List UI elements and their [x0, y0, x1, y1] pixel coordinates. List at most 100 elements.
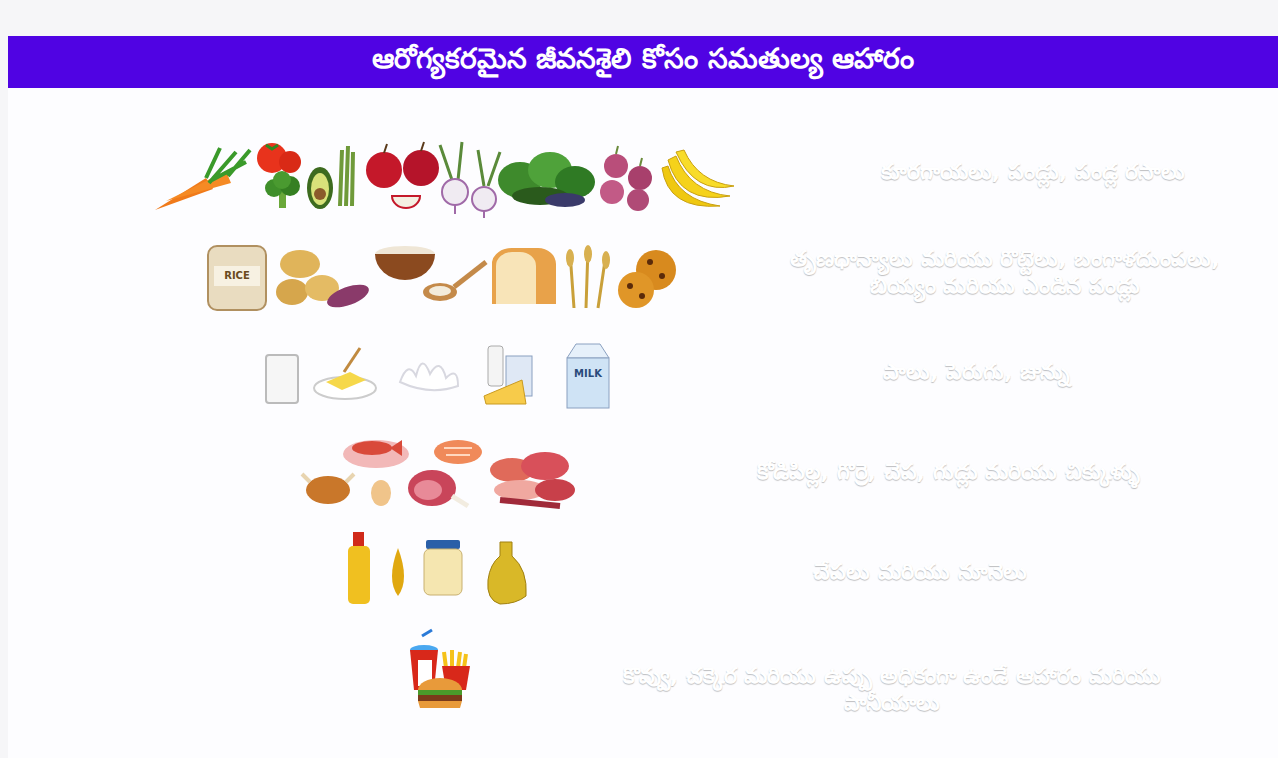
band-fill — [246, 424, 1260, 520]
band-divider — [582, 424, 636, 520]
grain-bowl-icon-part — [423, 283, 457, 301]
title-bar: ఆరోగ్యకరమైన జీవనశైలి కోసం సమతుల్య ఆహారం — [8, 36, 1278, 88]
band-divider — [752, 124, 806, 220]
fast-food-icon-part — [442, 666, 470, 690]
band-label: తృణధాన్యాలు మరియు రొట్టెలు, బంగాళదుంపలు,… — [765, 245, 1244, 300]
wheat-icon-part — [566, 249, 574, 267]
meat-icon-part — [490, 458, 534, 482]
broccoli-icon-part — [280, 176, 300, 196]
dairy-pack-icon-part — [506, 356, 532, 396]
fish-plate-icon-part — [343, 440, 409, 468]
tomato-icon-part — [279, 151, 301, 173]
oil-bottle-icon-part — [348, 546, 370, 604]
band-shape — [187, 324, 1260, 420]
meat-icon — [490, 452, 575, 506]
butter-icon-part — [326, 372, 366, 390]
fast-food-icon-part — [422, 630, 432, 636]
wheat-icon-part — [570, 248, 606, 308]
band-text-area: తృణధాన్యాలు మరియు రొట్టెలు, బంగాళదుంపలు,… — [757, 224, 1252, 320]
wheat-icon-part — [584, 245, 592, 263]
package-label: MILK — [574, 369, 602, 379]
salmon-icon-part — [444, 448, 472, 455]
milk-glass-icon-part — [266, 355, 298, 403]
apple-icon-part — [403, 150, 439, 186]
ham-icon-part — [414, 480, 442, 500]
potato-icon-part — [276, 279, 308, 305]
onion-icon-part — [604, 154, 628, 178]
food-band: కోడిపిల్ల, గొర్రె, చేప, గుడ్లు మరియు చిక… — [246, 424, 1260, 520]
egg-icon-part — [371, 480, 391, 506]
band-divider — [526, 524, 580, 620]
grain-bowl-icon-part — [454, 262, 486, 287]
tomato-icon — [257, 143, 301, 173]
dairy-pack-icon-part — [484, 380, 526, 404]
cookie-icon-part — [636, 250, 676, 290]
salmon-icon — [434, 440, 482, 464]
radish-icon-part — [472, 187, 496, 211]
cookie-icon-part — [647, 259, 653, 265]
band-fill — [70, 124, 1260, 220]
ham-icon-part — [408, 470, 456, 506]
ham-icon-part — [452, 496, 468, 506]
food-band: కూరగాయలు, పండ్లు, పండ్ల రసాలు — [70, 124, 1260, 220]
package-label: RICE — [224, 271, 250, 281]
broccoli-icon-part — [273, 171, 291, 189]
tomato-icon-part — [266, 145, 278, 149]
milk-splash-icon-part — [400, 363, 458, 390]
grain-bowl-icon — [375, 246, 486, 301]
butter-icon — [314, 348, 376, 399]
band-divider — [639, 324, 693, 420]
butter-icon-part — [314, 377, 376, 399]
wheat-icon — [566, 245, 610, 308]
bread-icon-part — [492, 248, 556, 304]
cookie-icon-part — [627, 283, 633, 289]
grain-bowl-icon-part — [375, 254, 435, 280]
title-text: ఆరోగ్యకరమైన జీవనశైలి కోసం సమతుల్య ఆహారం — [372, 42, 915, 82]
oil-bottle-icon — [348, 532, 370, 604]
greens-icon-part — [498, 162, 542, 198]
radish-icon-part — [455, 205, 484, 218]
potato-icon — [276, 250, 372, 312]
jar-icon-part — [426, 540, 460, 549]
fast-food-icon-part — [418, 701, 462, 708]
rice-bag-icon-part — [214, 266, 260, 286]
milk-carton-icon — [567, 344, 609, 408]
cookie-icon-part — [618, 272, 654, 308]
banana-icon — [662, 150, 734, 206]
milk-carton-icon-part — [567, 344, 609, 358]
food-band: చేపలు మరియు నూనెలు — [305, 524, 1260, 620]
rice-bag-icon-part — [208, 246, 266, 310]
salmon-icon-part — [434, 440, 482, 464]
radish-icon-part — [442, 179, 468, 205]
banana-icon-part — [668, 156, 730, 198]
potato-icon-part — [305, 275, 339, 301]
carrot-icon — [155, 148, 250, 210]
broccoli-icon — [265, 171, 300, 208]
fish-plate-icon — [343, 440, 409, 468]
band-shape — [305, 524, 1260, 620]
band-text-area: కోడిపిల్ల, గొర్రె, చేప, గుడ్లు మరియు చిక… — [644, 424, 1252, 520]
band-label: కూరగాయలు, పండ్లు, పండ్ల రసాలు — [881, 158, 1186, 186]
avocado-icon — [307, 167, 333, 209]
bread-icon-part — [496, 252, 536, 304]
oil-drop-icon-part — [392, 548, 404, 596]
band-divider — [695, 224, 749, 320]
asparagus-icon-part — [340, 146, 353, 206]
band-text-area: కొవ్వు, చక్కెర మరియు ఉప్పు అధికంగా ఉండే … — [531, 624, 1252, 754]
cookie-icon-part — [639, 293, 645, 299]
onion-icon-part — [628, 166, 652, 190]
broccoli-icon-part — [279, 192, 286, 208]
band-fill — [129, 224, 1260, 320]
fast-food-icon-part — [418, 690, 462, 695]
broccoli-icon-part — [265, 179, 283, 197]
onion-icon-part — [600, 180, 624, 204]
band-label: కొవ్వు, చక్కెర మరియు ఉప్పు అధికంగా ఉండే … — [622, 662, 1162, 717]
avocado-icon-part — [307, 167, 333, 209]
tomato-icon-part — [257, 143, 287, 173]
meat-icon-part — [494, 480, 546, 500]
oil-bottle-icon-part — [353, 532, 364, 546]
band-divider — [450, 624, 523, 754]
fast-food-icon-part — [418, 660, 432, 686]
